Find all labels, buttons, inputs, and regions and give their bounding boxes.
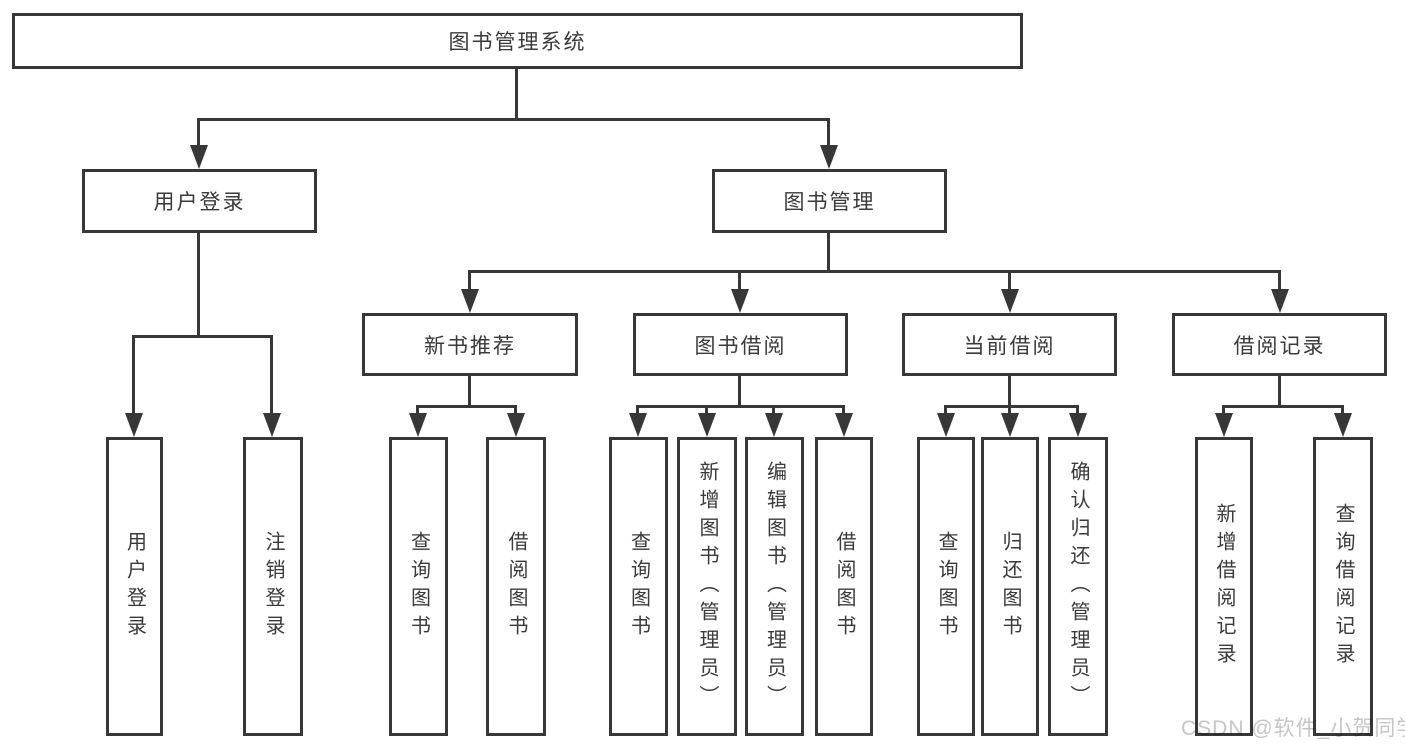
connector-line (738, 376, 741, 407)
node-root-system: 图书管理系统 (12, 13, 1023, 69)
connector-line (197, 233, 200, 337)
node-book-borrowing: 图书借阅 (633, 313, 848, 376)
arrowhead-down-icon (409, 413, 427, 437)
connector-line (468, 270, 1281, 273)
connector-line (827, 118, 830, 151)
connector-line (636, 405, 845, 408)
arrowhead-down-icon (125, 413, 143, 437)
node-label: 借阅图书 (505, 530, 527, 643)
connector-line (827, 233, 830, 272)
arrowhead-down-icon (765, 413, 783, 437)
arrowhead-down-icon (820, 145, 838, 169)
connector-line (132, 335, 135, 416)
node-label: 用户登录 (123, 530, 146, 643)
connector-line (468, 376, 471, 407)
leaf-add-books-admin: 新增图书（管理员） (677, 437, 737, 736)
node-book-management: 图书管理 (712, 169, 947, 233)
connector-line (705, 405, 708, 416)
node-label: 用户登录 (153, 191, 246, 214)
arrowhead-down-icon (1069, 413, 1087, 437)
connector-line (738, 270, 741, 292)
connector-line (944, 405, 947, 416)
node-label: 编辑图书（管理员） (763, 460, 786, 713)
connector-line (636, 405, 639, 416)
node-label: 归还图书 (999, 530, 1021, 643)
node-user-login: 用户登录 (82, 169, 317, 233)
node-label: 注销登录 (262, 530, 284, 643)
connector-line (1008, 405, 1011, 416)
node-label: 图书借阅 (694, 334, 787, 358)
arrowhead-down-icon (835, 413, 853, 437)
arrowhead-down-icon (1001, 289, 1019, 313)
arrowhead-down-icon (937, 413, 955, 437)
leaf-borrow-books-1: 借阅图书 (486, 437, 546, 736)
connector-line (197, 118, 200, 151)
leaf-confirm-return-admin: 确认归还（管理员） (1048, 437, 1108, 736)
node-label: 查询图书 (407, 530, 430, 643)
leaf-add-borrow-record: 新增借阅记录 (1195, 437, 1253, 736)
arrowhead-down-icon (629, 413, 647, 437)
node-label: 查询借阅记录 (1332, 502, 1354, 671)
node-current-borrowing: 当前借阅 (902, 313, 1117, 376)
node-label: 查询图书 (935, 530, 957, 643)
arrowhead-down-icon (698, 413, 716, 437)
connector-line (270, 335, 273, 416)
connector-line (1222, 405, 1225, 416)
connector-line (1341, 405, 1344, 416)
leaf-return-books: 归还图书 (981, 437, 1039, 736)
leaf-borrow-books-2: 借阅图书 (815, 437, 873, 736)
node-label: 新增图书（管理员） (696, 460, 718, 713)
leaf-edit-books-admin: 编辑图书（管理员） (745, 437, 804, 736)
node-label: 借阅图书 (833, 530, 855, 643)
connector-line (772, 405, 775, 416)
connector-line (1278, 270, 1281, 292)
connector-line (132, 335, 273, 338)
connector-line (842, 405, 845, 416)
connector-line (514, 405, 517, 416)
connector-line (1278, 376, 1281, 407)
connector-line (468, 270, 471, 292)
node-label: 当前借阅 (963, 334, 1056, 358)
connector-line (1076, 405, 1079, 416)
node-label: 新书推荐 (424, 334, 516, 358)
arrowhead-down-icon (263, 413, 281, 437)
arrowhead-down-icon (507, 413, 525, 437)
node-label: 确认归还（管理员） (1067, 460, 1089, 713)
node-label: 图书管理 (783, 191, 876, 214)
csdn-watermark: CSDN @软件_小贺同学 (1181, 717, 1405, 740)
connector-line (416, 405, 517, 408)
arrowhead-down-icon (1271, 289, 1289, 313)
node-label: 借阅记录 (1233, 334, 1326, 358)
connector-line (1008, 270, 1011, 292)
connector-line (1008, 376, 1011, 407)
node-label: 查询图书 (627, 530, 650, 643)
node-label: 图书管理系统 (448, 31, 587, 54)
connector-line (416, 405, 419, 416)
connector-line (515, 68, 518, 120)
leaf-query-borrow-record: 查询借阅记录 (1313, 437, 1373, 736)
arrowhead-down-icon (1001, 413, 1019, 437)
arrowhead-down-icon (1215, 413, 1233, 437)
node-label: 新增借阅记录 (1213, 502, 1235, 671)
leaf-query-books-3: 查询图书 (917, 437, 975, 736)
connector-line (197, 118, 830, 121)
arrowhead-down-icon (461, 289, 479, 313)
leaf-query-books-1: 查询图书 (389, 437, 448, 736)
node-new-book-recommend: 新书推荐 (362, 313, 578, 376)
arrowhead-down-icon (190, 145, 208, 169)
node-borrowing-records: 借阅记录 (1172, 313, 1387, 376)
leaf-user-login: 用户登录 (106, 437, 163, 736)
arrowhead-down-icon (731, 289, 749, 313)
connector-line (944, 405, 1079, 408)
connector-line (1222, 405, 1344, 408)
leaf-query-books-2: 查询图书 (609, 437, 668, 736)
arrowhead-down-icon (1334, 413, 1352, 437)
leaf-logout: 注销登录 (243, 437, 303, 736)
